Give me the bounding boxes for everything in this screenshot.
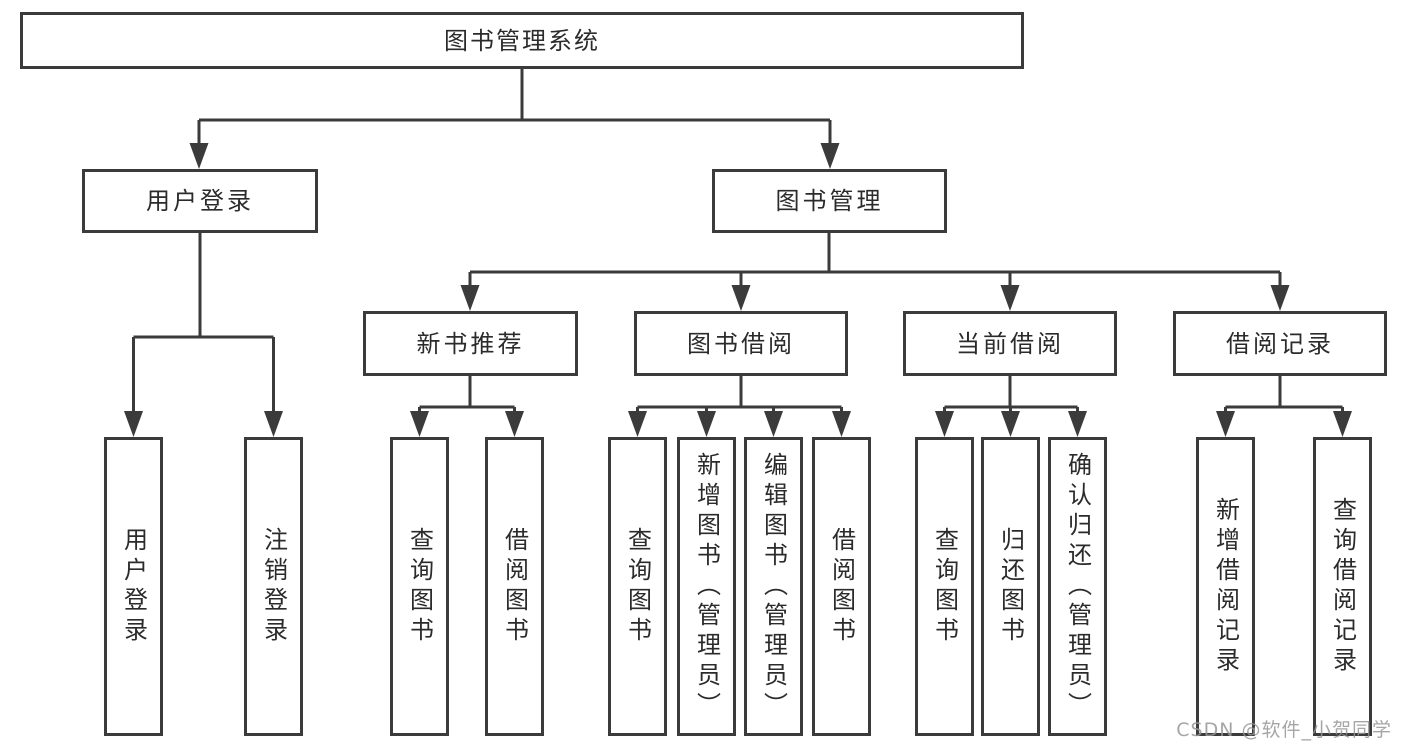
leaf-label: 归还图书 [996, 526, 1025, 647]
leaf-label: 注销登录 [259, 526, 288, 647]
node-book-management: 图书管理 [712, 169, 947, 233]
leaf-label: 查询借阅记录 [1328, 496, 1357, 677]
leaf-borrow-books-recommend: 借阅图书 [485, 437, 544, 736]
leaf-add-books-admin: 新增图书（管理员） [677, 437, 736, 736]
leaf-label: 用户登录 [119, 526, 148, 647]
leaf-borrow-books: 借阅图书 [812, 437, 871, 736]
leaf-label: 借阅图书 [827, 526, 856, 647]
leaf-add-borrow-record: 新增借阅记录 [1196, 437, 1255, 736]
leaf-logout: 注销登录 [244, 437, 303, 736]
node-library-management-system: 图书管理系统 [20, 12, 1024, 69]
leaf-label: 查询图书 [623, 526, 652, 647]
leaf-label: 编辑图书（管理员） [759, 451, 788, 722]
leaf-query-borrow-record: 查询借阅记录 [1313, 437, 1372, 736]
node-label: 图书借阅 [687, 329, 795, 358]
leaf-label: 借阅图书 [500, 526, 529, 647]
leaf-query-books-current: 查询图书 [915, 437, 974, 736]
node-label: 借阅记录 [1226, 329, 1334, 358]
node-label: 用户登录 [146, 187, 254, 215]
csdn-watermark: CSDN @软件_小贺同学 [1176, 719, 1392, 741]
leaf-return-books: 归还图书 [981, 437, 1040, 736]
node-label: 新书推荐 [416, 329, 525, 358]
node-label: 当前借阅 [956, 329, 1064, 358]
node-book-borrowing: 图书借阅 [634, 311, 848, 376]
node-new-book-recommend: 新书推荐 [363, 311, 578, 376]
leaf-label: 确认归还（管理员） [1063, 451, 1092, 722]
node-label: 图书管理 [775, 187, 884, 215]
leaf-query-books-borrowing: 查询图书 [608, 437, 667, 736]
leaf-label: 新增借阅记录 [1211, 496, 1240, 677]
arrowheads [124, 143, 1352, 437]
leaf-query-books-recommend: 查询图书 [390, 437, 449, 736]
leaf-user-login: 用户登录 [104, 437, 163, 736]
leaf-confirm-return-admin: 确认归还（管理员） [1048, 437, 1107, 736]
leaf-edit-books-admin: 编辑图书（管理员） [744, 437, 803, 736]
node-label: 图书管理系统 [444, 26, 600, 55]
leaf-label: 查询图书 [405, 526, 434, 647]
node-borrowing-records: 借阅记录 [1173, 311, 1387, 376]
node-current-borrowing: 当前借阅 [903, 311, 1117, 376]
node-user-login: 用户登录 [82, 169, 318, 233]
leaf-label: 新增图书（管理员） [692, 451, 721, 722]
leaf-label: 查询图书 [930, 526, 959, 647]
